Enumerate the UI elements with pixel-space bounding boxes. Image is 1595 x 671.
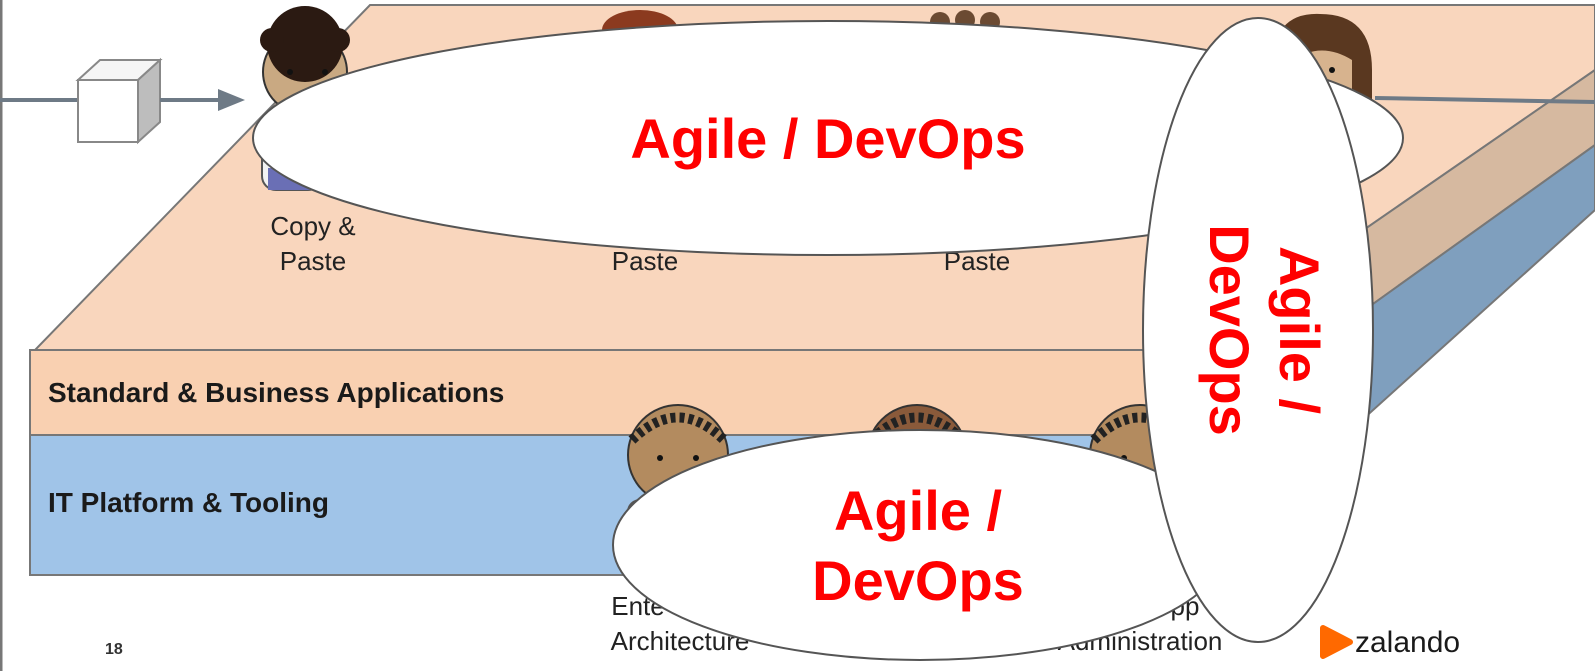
flow-arrow-icon — [1374, 96, 1595, 104]
bubble-top-text: Agile / DevOps — [630, 107, 1025, 170]
agile-devops-bubble-top: Agile / DevOps — [252, 20, 1404, 256]
person-label-line1: Copy & — [270, 211, 355, 241]
package-box-icon — [75, 57, 163, 145]
zalando-logo-icon — [1320, 625, 1353, 659]
business-layer-label: Standard & Business Applications — [48, 377, 504, 408]
bubble-bottom-line1: Agile / — [834, 479, 1002, 542]
it-layer-label: IT Platform & Tooling — [48, 487, 329, 518]
brand-name: zalando — [1355, 626, 1460, 659]
person-label-line2: Paste — [280, 246, 347, 276]
bubble-vertical-line2: DevOps — [1198, 224, 1261, 436]
bubble-bottom-line2: DevOps — [812, 549, 1024, 612]
bubble-vertical-line1: Agile / — [1268, 246, 1331, 414]
page-number: 18 — [105, 641, 123, 658]
flow-arrow-icon — [160, 89, 245, 111]
agile-devops-bubble-bottom: Agile / DevOps — [612, 429, 1228, 661]
agile-devops-bubble-vertical: Agile / DevOps — [1142, 17, 1374, 643]
